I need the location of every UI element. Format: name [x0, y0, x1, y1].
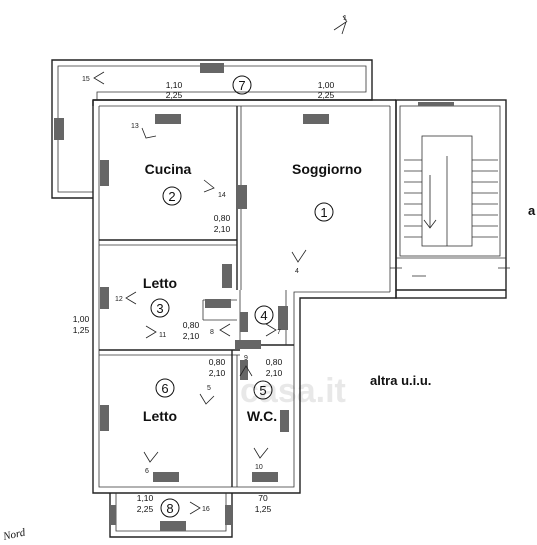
svg-text:5: 5 [259, 383, 266, 398]
room-number-living: 1 [314, 202, 334, 222]
balcony-top-window [200, 63, 224, 73]
svg-text:3: 3 [156, 301, 163, 316]
svg-text:2,25: 2,25 [137, 504, 154, 514]
marker-13: 13 [131, 123, 139, 130]
room-label-bedroom-large: Letto [143, 408, 177, 424]
dim-left-window: 1,00 1,25 [73, 314, 90, 335]
svg-text:0,80: 0,80 [266, 357, 283, 367]
hall-window-mark [278, 306, 288, 330]
svg-text:0,80: 0,80 [209, 357, 226, 367]
room-label-living: Soggiorno [292, 161, 362, 177]
bedroom-large-bottom-window [153, 472, 179, 482]
marker-north: 1 [343, 15, 347, 22]
room-number-balcony-bottom: 8 [160, 498, 180, 518]
svg-text:2,10: 2,10 [266, 368, 283, 378]
svg-text:7: 7 [238, 78, 245, 93]
dim-hall-door-left: 0,80 2,10 [209, 357, 226, 378]
svg-text:70: 70 [258, 493, 268, 503]
kitchen-window [155, 114, 181, 124]
stair-steps [404, 159, 498, 238]
marker-14: 14 [218, 192, 226, 199]
note-right-edge: a [528, 203, 536, 218]
staircase [395, 99, 507, 299]
svg-text:4: 4 [260, 308, 267, 323]
svg-text:1,10: 1,10 [137, 493, 154, 503]
bath-side-window [280, 410, 289, 432]
svg-text:1,10: 1,10 [166, 80, 183, 90]
living-window [303, 114, 329, 124]
marker-11: 11 [159, 332, 166, 339]
balcony-bottom-right-mark [225, 505, 231, 525]
svg-text:1,00: 1,00 [73, 314, 90, 324]
marker-10: 10 [255, 464, 263, 471]
marker-16: 16 [202, 506, 210, 513]
marker-12: 12 [115, 296, 123, 303]
room-label-kitchen: Cucina [145, 161, 192, 177]
svg-text:1: 1 [320, 205, 327, 220]
svg-text:2,10: 2,10 [183, 331, 200, 341]
marker-8: 8 [210, 329, 214, 336]
marker-15: 15 [82, 76, 90, 83]
marker-6: 6 [145, 468, 149, 475]
room-number-bedroom-large: 6 [155, 378, 175, 398]
north-arrow-icon [333, 15, 348, 35]
bedroom-large-window [100, 405, 109, 431]
watermark-text: casa.it [240, 372, 346, 410]
dim-balcony-top-left: 1,10 2,25 [166, 80, 183, 100]
room-number-kitchen: 2 [162, 186, 182, 206]
dim-kitchen-door: 0,80 2,10 [214, 213, 231, 234]
svg-text:2,10: 2,10 [209, 368, 226, 378]
hall-door-mark [240, 312, 248, 332]
viewpoint-markers: 15 13 14 4 12 11 8 7 9 5 6 10 16 [82, 71, 307, 515]
interior-walls [99, 106, 294, 487]
dim-balcony-bottom: 1,10 2,25 [137, 493, 154, 514]
svg-text:1,25: 1,25 [255, 504, 272, 514]
svg-text:0,80: 0,80 [183, 320, 200, 330]
bedroom-small-window [100, 287, 109, 309]
dim-bath-window: 70 1,25 [255, 493, 272, 514]
marker-7: 7 [277, 329, 281, 336]
room-label-bedroom-small: Letto [143, 275, 177, 291]
svg-text:1,25: 1,25 [73, 325, 90, 335]
marker-5: 5 [207, 385, 211, 392]
dim-bedroom-door: 0,80 2,10 [183, 320, 200, 341]
north-label: Nord [1, 526, 27, 543]
room-number-bedroom-small: 3 [150, 298, 170, 318]
kitchen-side-window [100, 160, 109, 186]
dim-hall-door-right: 0,80 2,10 [266, 357, 283, 378]
marker-4: 4 [295, 268, 299, 275]
bedroom-door-mark [222, 264, 232, 288]
stair-direction-icon [423, 175, 437, 229]
svg-text:1,00: 1,00 [318, 80, 335, 90]
bath-window [252, 472, 278, 482]
balcony-left-window [54, 118, 64, 140]
svg-text:2: 2 [168, 189, 175, 204]
room-number-balcony-top: 7 [232, 75, 252, 95]
svg-text:2,25: 2,25 [318, 90, 335, 100]
room-number-hall: 4 [254, 305, 274, 325]
apartment-walls [92, 99, 397, 494]
svg-text:2,10: 2,10 [214, 224, 231, 234]
svg-text:8: 8 [166, 501, 173, 516]
svg-text:0,80: 0,80 [214, 213, 231, 223]
balcony-bottom-left-mark [110, 505, 116, 525]
hall-bottom-mark [235, 340, 261, 349]
kitchen-door-mark [238, 185, 247, 209]
room-number-bathroom: 5 [253, 380, 273, 400]
room-label-bathroom: W.C. [247, 408, 277, 424]
landing [390, 257, 510, 291]
svg-text:6: 6 [161, 381, 168, 396]
balcony-bottom-window [160, 521, 186, 531]
note-other-unit: altra u.i.u. [370, 373, 431, 388]
svg-text:2,25: 2,25 [166, 90, 183, 100]
dim-balcony-top-right: 1,00 2,25 [318, 80, 335, 100]
marker-9: 9 [244, 355, 248, 362]
closet-mark [205, 299, 231, 308]
